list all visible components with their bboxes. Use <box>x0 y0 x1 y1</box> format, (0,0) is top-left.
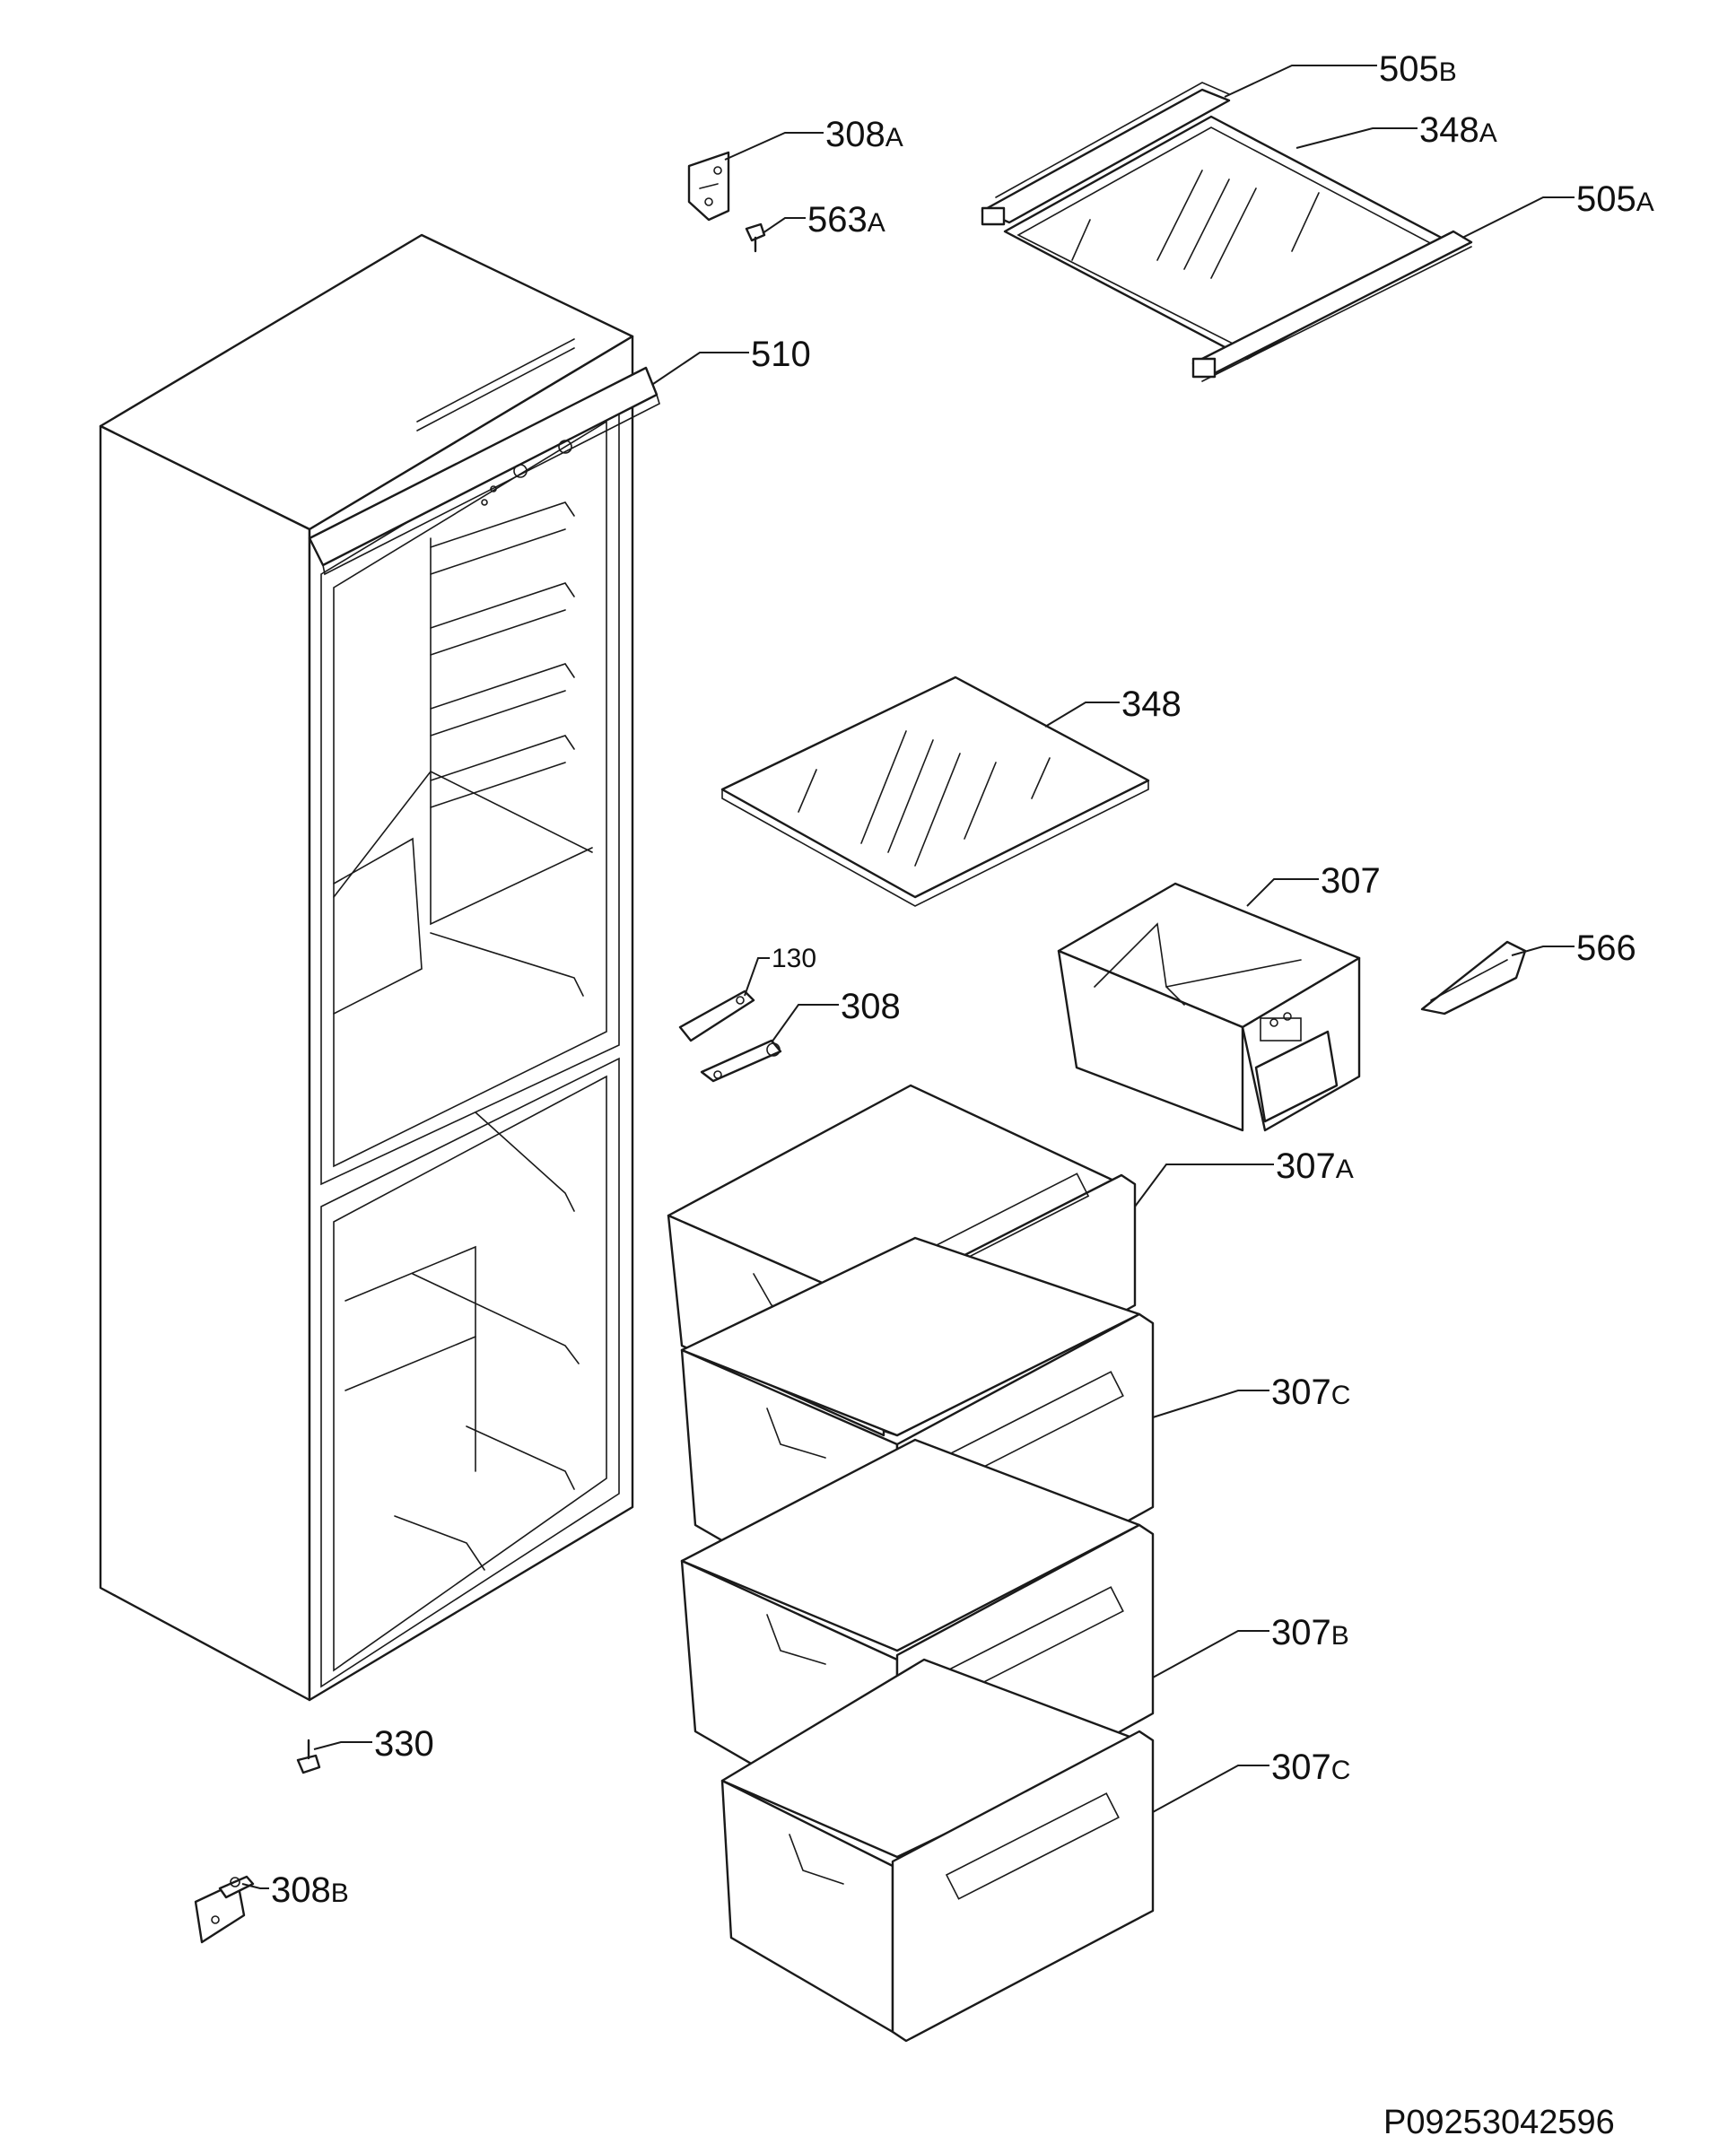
callout-307a: 307A <box>1276 1146 1354 1186</box>
callout-307c-lower: 307C <box>1271 1748 1350 1787</box>
callout-348: 348 <box>1121 684 1182 724</box>
leader-lines <box>241 65 1575 1889</box>
callout-308: 308 <box>841 987 901 1026</box>
top-glass-shelf <box>981 82 1473 382</box>
callout-566: 566 <box>1576 928 1636 968</box>
drawer-307c-lower <box>720 1658 1155 2043</box>
callout-330: 330 <box>374 1724 434 1764</box>
hinge-308 <box>700 1039 782 1083</box>
callout-505b: 505B <box>1379 49 1457 89</box>
callout-563a: 563A <box>807 200 885 240</box>
slide-566 <box>1420 940 1527 1015</box>
fridge-cabinet <box>99 233 660 1702</box>
callout-308a: 308A <box>825 115 903 154</box>
glass-shelf <box>720 676 1150 907</box>
foot-330 <box>296 1739 321 1774</box>
callout-307b: 307B <box>1271 1613 1349 1652</box>
callout-130: 130 <box>772 944 816 973</box>
callout-348a: 348A <box>1419 110 1497 150</box>
reference-code: P09253042596 <box>1383 2104 1615 2141</box>
callout-308b: 308B <box>271 1870 349 1910</box>
chiller-drawer <box>1057 882 1361 1132</box>
part-130 <box>678 989 755 1042</box>
callout-505a: 505A <box>1576 179 1654 219</box>
callout-307: 307 <box>1321 861 1381 901</box>
clip-308a <box>687 151 730 222</box>
screw-563a <box>745 222 766 253</box>
callout-510: 510 <box>751 335 811 374</box>
bracket-308b <box>194 1875 255 1944</box>
callout-307c-upper: 307C <box>1271 1373 1350 1412</box>
callout-labels: 505B 348A 505A 308A 563A 510 348 307 566… <box>271 49 1654 1910</box>
